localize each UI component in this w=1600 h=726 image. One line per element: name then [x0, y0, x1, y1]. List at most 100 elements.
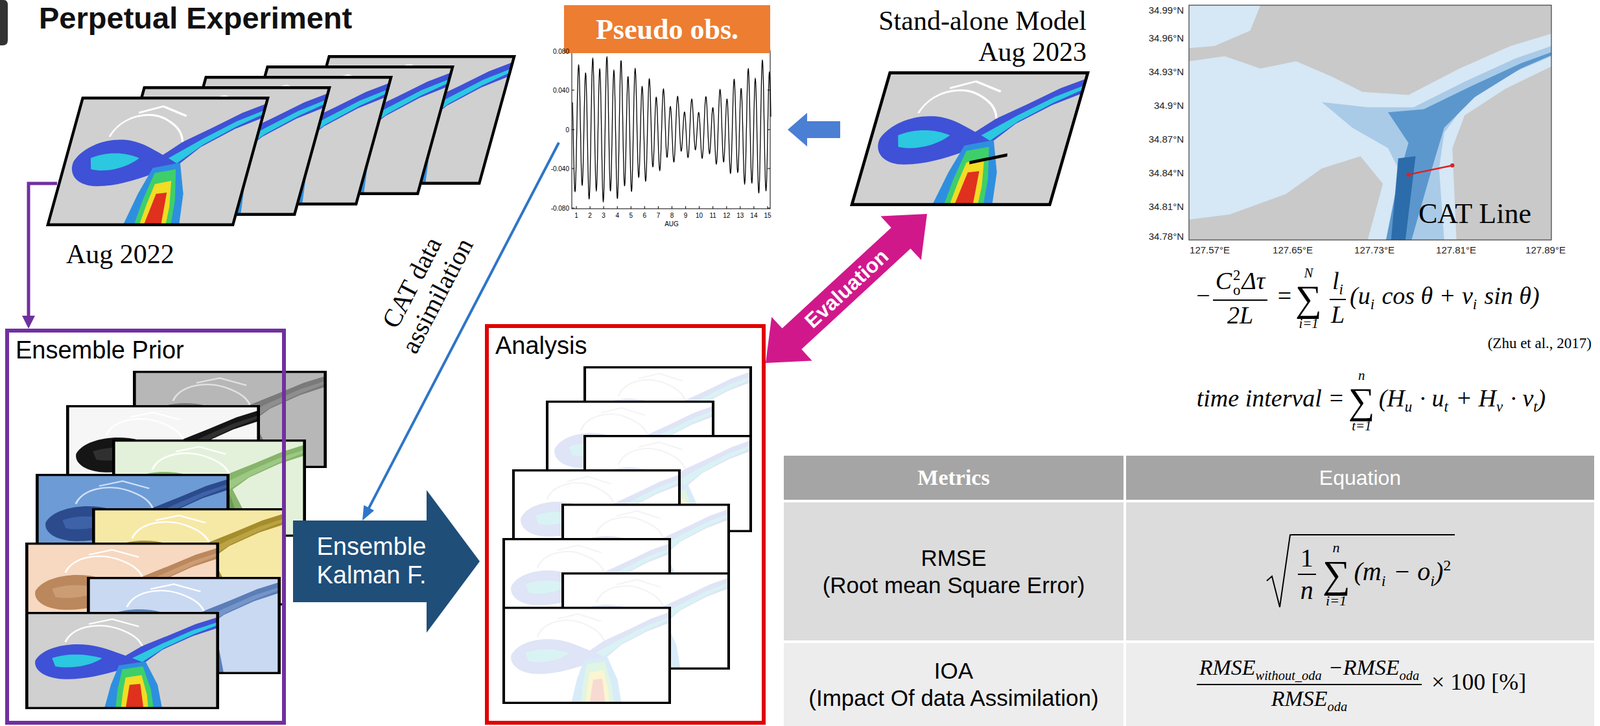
label-text: (m: [1353, 556, 1381, 587]
label-box: AUG: [652, 219, 692, 229]
label-text: 34.81°N: [1148, 200, 1184, 212]
label-box: 13: [732, 211, 749, 220]
math-part: RMSEoda: [1268, 685, 1350, 714]
label-box: 10: [691, 211, 708, 220]
label-box: 7: [650, 211, 666, 220]
arrow-body: [293, 490, 480, 633]
label-text: · u: [1419, 384, 1445, 412]
label-text: i: [1339, 281, 1344, 298]
label-text: 15: [763, 211, 771, 220]
label-text: C: [1215, 267, 1232, 295]
label-text: 0.080: [552, 47, 570, 56]
node-text-box: Analysis: [495, 331, 588, 360]
label-box: 127.89°E: [1518, 243, 1573, 256]
math-part: −C2oΔτ2L=N∑i=1liL(uicos θ + visin θ): [1196, 266, 1540, 331]
site-map: [1188, 5, 1552, 240]
math-part: L: [1328, 300, 1348, 329]
math-part: liL: [1328, 267, 1348, 329]
node-text: Stand-alone Model Aug 2023: [878, 5, 1087, 67]
label-text: 12: [722, 211, 730, 220]
math-part: · v: [1509, 384, 1534, 412]
arrow-head: [362, 505, 375, 521]
label-box: 34.99°N: [1135, 3, 1184, 16]
label-text: 34.84°N: [1148, 167, 1184, 179]
edge-label-text: Evaluation: [800, 244, 893, 333]
label-text: 34.99°N: [1148, 4, 1184, 16]
math-part: (Impact Of data Assimilation): [808, 684, 1099, 712]
math-part: C2oΔτ2L: [1212, 267, 1269, 330]
label-text: (Zhu et al., 2017): [1487, 335, 1592, 353]
label-box: 127.57°E: [1182, 243, 1237, 256]
math-part: RMSEwithout_oda−RMSEoda: [1196, 655, 1422, 686]
label-text: =: [1277, 282, 1292, 310]
label-text: t: [1533, 398, 1538, 415]
math-part: t=1: [1351, 419, 1372, 434]
edge-label-text: CAT data assimilation: [376, 232, 479, 358]
label-box: 34.87°N: [1135, 132, 1184, 145]
block-arrow: [765, 213, 928, 364]
node-text: CAT Line: [1418, 197, 1532, 230]
label-text: t: [1444, 398, 1449, 415]
node-text: Pseudo obs.: [595, 12, 739, 47]
title-box: Perpetual Experiment: [38, 1, 353, 36]
math-part: oda: [1399, 668, 1420, 683]
label-box: 6: [636, 211, 653, 220]
label-text: RMSE: [920, 545, 987, 571]
label-text: 127.81°E: [1435, 244, 1477, 256]
edge-label: CAT data assimilation: [361, 203, 487, 374]
label-text: -0.080: [551, 204, 570, 212]
node-text-box: CAT Line: [1418, 197, 1532, 231]
label-text: (Impact Of data Assimilation): [808, 685, 1099, 711]
label-box: 3: [595, 211, 612, 220]
math-part: i=1: [1298, 317, 1318, 331]
math-part: [1266, 534, 1292, 607]
label-box: Metrics: [783, 455, 1124, 500]
math-part: ): [1537, 384, 1547, 412]
label-box: 34.78°N: [1135, 230, 1184, 242]
label-text: oda: [1399, 668, 1420, 683]
label-text: i: [1430, 572, 1435, 590]
label-text: u: [1404, 398, 1412, 415]
label-text: i: [1370, 296, 1375, 313]
node-text: Ensemble Prior: [15, 336, 185, 364]
label-box: 0.040: [530, 85, 570, 95]
math-part: + H: [1455, 384, 1497, 412]
label-text: i=1: [1325, 592, 1347, 609]
node-text-box: Stand-alone Model Aug 2023: [846, 5, 1087, 69]
label-text: 34.78°N: [1148, 230, 1184, 242]
label-text: n: [1300, 575, 1314, 605]
label-box: 127.65°E: [1265, 243, 1320, 256]
math-part: i: [1381, 572, 1387, 590]
filter-arrow: Ensemble Kalman F.: [293, 520, 480, 603]
observation-panel: Pseudo obs.: [558, 5, 788, 231]
node-text-box: Pseudo obs.: [564, 5, 771, 54]
math-part: i: [1430, 572, 1435, 590]
math-part: ∑: [1348, 382, 1376, 420]
label-text: 127.73°E: [1354, 244, 1395, 256]
label-box: 34.9°N: [1135, 99, 1184, 111]
math-part: ∑: [1295, 280, 1322, 318]
math-part: i: [1472, 296, 1477, 313]
location-map: CAT Line: [1188, 5, 1552, 240]
label-text: 127.65°E: [1272, 244, 1313, 256]
label-text: 8: [670, 211, 675, 220]
label-box: -0.040: [530, 164, 570, 174]
label-text: 2: [1443, 556, 1451, 574]
label-text: 9: [683, 211, 688, 220]
label-text: ∑: [1348, 380, 1376, 422]
math-part: N: [1304, 266, 1314, 281]
connector: [765, 213, 928, 364]
label-text: 6: [643, 211, 648, 220]
label-text: t=1: [1351, 418, 1372, 434]
label-text: without_oda: [1255, 668, 1322, 683]
label-text: 10: [695, 211, 703, 220]
math-part: C: [1215, 267, 1232, 295]
label-box: 0: [530, 125, 570, 135]
label-text: Equation: [1319, 466, 1401, 491]
math-part: Δτ: [1242, 267, 1266, 295]
math-part: × 100 [%]: [1431, 669, 1527, 695]
label-text: ∑: [1322, 552, 1351, 596]
label-box: 12: [718, 211, 735, 220]
math-part: ∑: [1322, 554, 1351, 594]
math-part: RMSEwithout_oda−RMSEodaRMSEoda × 100 [%]: [1194, 655, 1527, 714]
